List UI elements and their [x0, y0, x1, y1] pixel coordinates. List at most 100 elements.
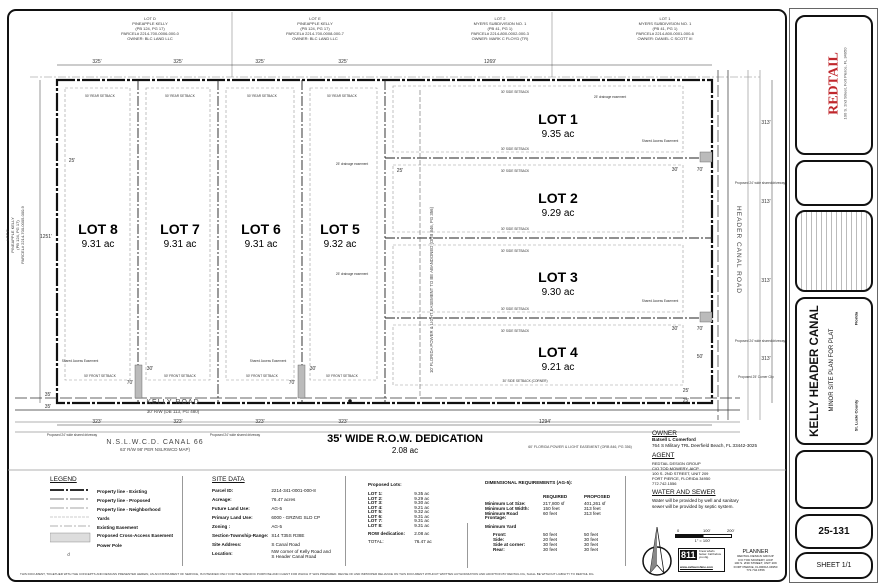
yard-proposed: 30 feet [584, 546, 599, 552]
req-proposed: 401,261 sf [584, 501, 606, 506]
lot-7-area: 9.31 ac [164, 239, 197, 250]
neighbor-sub: PINEAPPLE KELLY [132, 21, 168, 26]
planner-line: FORT PIERCE, FLORIDA 34950 [733, 564, 778, 569]
call-811-url[interactable]: www.callsunshine.com [680, 565, 713, 569]
divider [182, 476, 183, 566]
agent-line: 100 S. 2ND STREET, UNIT 209 [652, 471, 709, 476]
svg-text:323': 323' [255, 419, 264, 425]
dimensional-requirements: DIMENSIONAL REQUIREMENTS (AG-5): REQUIRE… [485, 480, 615, 552]
lot-3-label: LOT 3 [538, 269, 578, 285]
logo-text: REDTAIL [826, 52, 842, 115]
yard-label: Side: [493, 536, 505, 542]
lot-label: LOT 8: [368, 522, 383, 528]
site-data-value: NW corner of Kelly Road and S Header Can… [271, 549, 331, 559]
neighbor-lot: LOT E [309, 16, 321, 21]
svg-text:70': 70' [697, 326, 704, 332]
neighbor-owner: OWNER: MARK C FLOYD (TR) [471, 36, 529, 41]
yard-label: Front: [493, 532, 507, 538]
legend-item: Existing Easement [97, 525, 138, 530]
table-row: ROW dedication:2.08 ac [368, 528, 438, 540]
svg-text:25': 25' [69, 158, 76, 164]
legend-item: Yards [97, 516, 110, 521]
site-data-label: Future Land Use: [212, 506, 250, 511]
approval-box [795, 160, 873, 206]
title-block [789, 8, 878, 583]
yard-required: 30 feet [543, 546, 558, 552]
owner-name: Batsell L Comerford [652, 437, 696, 442]
kelly-road [15, 397, 740, 433]
yard-proposed: 30 feet [584, 536, 599, 542]
req-required: 150 feet [543, 505, 560, 511]
site-data-value: AG-5 [271, 524, 283, 529]
north-arrow-icon [642, 526, 672, 576]
svg-text:30' R/W (DB 113, PG 480): 30' R/W (DB 113, PG 480) [147, 409, 200, 414]
neighbor-parcel: PARCEL# 2214-800-0002-000-3 [471, 31, 529, 36]
legend-item: Property line - Proposed [97, 498, 151, 503]
lot-3-area: 9.30 ac [542, 287, 575, 298]
neighbor-book: (PB 124, PG 17) [135, 26, 165, 31]
table-row: LOT 2:9.29 ac [368, 495, 438, 502]
yard-label: Side at corner: [493, 541, 526, 547]
svg-text:Proposed 24' wide shared drive: Proposed 24' wide shared driveway [47, 433, 98, 437]
svg-text:325': 325' [338, 59, 347, 65]
svg-text:325': 325' [92, 59, 101, 65]
svg-text:50' FRONT SETBACK: 50' FRONT SETBACK [84, 374, 117, 378]
lot-5-label: LOT 5 [320, 221, 360, 237]
neighbor-owner: OWNER: DANIEL C SCOTT III [637, 36, 693, 41]
site-data-label: Location: [212, 551, 233, 556]
proposed-lots: Proposed Lots: LOT 1:9.35 ac LOT 2:9.29 … [368, 482, 448, 545]
svg-text:50': 50' [697, 354, 704, 360]
svg-text:1269': 1269' [484, 59, 496, 65]
lot-6-area: 9.31 ac [245, 239, 278, 250]
lot-4-label: LOT 4 [538, 344, 578, 360]
canal-label: N.S.L.W.C.D. CANAL 66 [106, 439, 203, 446]
svg-text:25' drainage easement: 25' drainage easement [336, 272, 368, 276]
sheet-border [7, 9, 787, 582]
svg-text:50' REAR SETBACK: 50' REAR SETBACK [85, 94, 116, 98]
req-required: 60 feet [543, 510, 558, 516]
agent-line: FORT PIERCE, FLORIDA 34950 [652, 476, 711, 481]
site-data-title: SITE DATA [212, 476, 245, 483]
table-row: LOT 8:9.31 ac [368, 522, 438, 529]
table-row: LOT 7:9.31 ac [368, 518, 438, 524]
svg-text:30' SIDE SETBACK (CORNER): 30' SIDE SETBACK (CORNER) [502, 379, 547, 383]
svg-text:Proposed 24' wide shared drive: Proposed 24' wide shared driveway [210, 433, 261, 437]
row-dedication-label: ROW dedication: [368, 531, 406, 536]
power-pole-icon: ☌ [67, 552, 71, 558]
neighbor-book: (PB 41, PG 1) [487, 26, 513, 31]
neighbor-lot: LOT 2 [494, 16, 506, 21]
svg-text:30' SIDE SETBACK: 30' SIDE SETBACK [501, 307, 530, 311]
lot-area: 9.32 ac [414, 509, 430, 514]
logo-box: REDTAIL 100 S. 2nd Street, Fort Pierce, … [795, 15, 873, 155]
yard-label: Rear: [493, 546, 505, 552]
svg-text:30' SIDE SETBACK: 30' SIDE SETBACK [501, 147, 530, 151]
call-811-logo: 811 Know what's below. Call before you d… [678, 548, 725, 572]
total-label: TOTAL: [368, 539, 384, 544]
table-row: TOTAL:76.47 ac [368, 539, 438, 545]
svg-text:50' FRONT SETBACK: 50' FRONT SETBACK [246, 374, 279, 378]
svg-text:30': 30' [672, 326, 679, 332]
svg-text:50' FRONT SETBACK: 50' FRONT SETBACK [164, 374, 197, 378]
site-data-label: Section-Township-Range: [212, 533, 269, 538]
lot-label: LOT 5: [368, 509, 383, 514]
lot-label: LOT 2: [368, 495, 383, 501]
yards [64, 85, 684, 386]
proposed-lots-title: Proposed Lots: [368, 482, 402, 487]
table-row: Rear: 30 feet 30 feet [485, 546, 613, 553]
svg-text:Shared Access Easement: Shared Access Easement [642, 139, 679, 143]
svg-text:323': 323' [338, 419, 347, 425]
svg-text:25': 25' [683, 398, 690, 404]
table-row: Parcel ID:2214-341-0001-000-8 [212, 486, 334, 495]
planner-line: REDTAIL DESIGN GROUP [737, 554, 774, 558]
lot-1-area: 9.35 ac [542, 129, 575, 140]
yard-required: 20 feet [543, 536, 558, 542]
svg-text:70': 70' [289, 380, 296, 386]
lot-6-label: LOT 6 [241, 221, 281, 237]
row-dedication-label: 35' WIDE R.O.W. DEDICATION [327, 433, 483, 445]
table-row: Section-Township-Range:S14 T35S R38E [212, 531, 334, 540]
